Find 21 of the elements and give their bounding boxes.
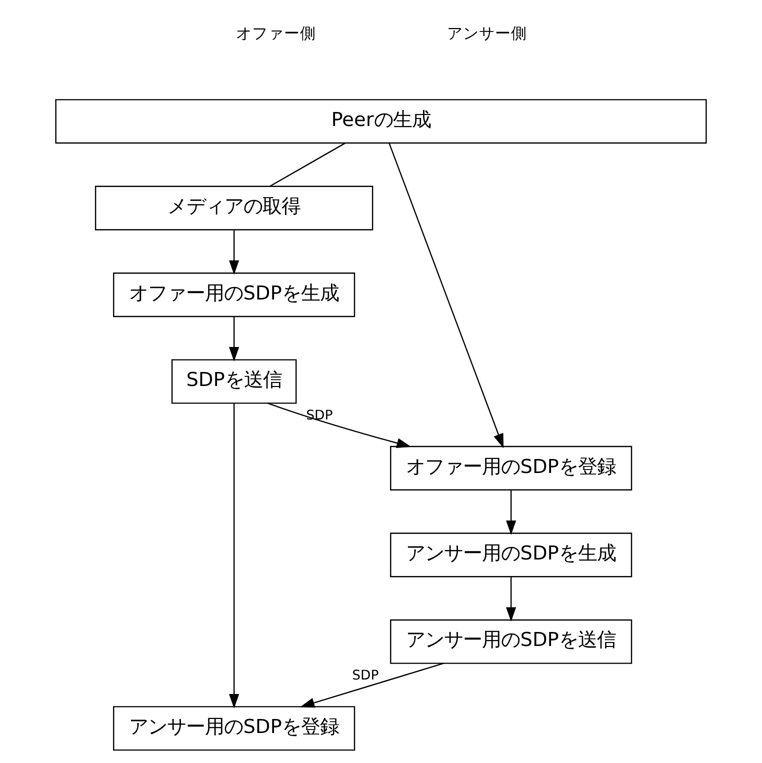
arrow — [388, 142, 504, 448]
arrow — [506, 490, 516, 535]
arrow — [506, 576, 516, 622]
node-box: SDPを送信 — [171, 359, 297, 404]
node-box: アンサー用のSDPを送信 — [390, 619, 632, 664]
edge-label: SDP — [352, 668, 379, 684]
node-box: オファー用のSDPを登録 — [390, 446, 632, 490]
label: オファー側 — [236, 24, 316, 43]
node-box: オファー用のSDPを生成 — [113, 272, 356, 318]
node-box: メディアの取得 — [94, 186, 374, 230]
node-box: アンサー用のSDPを登録 — [113, 706, 356, 751]
connector — [270, 142, 346, 187]
arrow — [300, 662, 444, 708]
arrow — [229, 316, 240, 362]
arrow — [229, 403, 240, 708]
node-box: アンサー用のSDPを生成 — [390, 532, 632, 578]
node-box: Peerの生成 — [55, 99, 707, 144]
arrow — [267, 402, 412, 448]
label: アンサー側 — [446, 24, 527, 43]
edge-label: SDP — [306, 408, 333, 424]
arrow — [229, 230, 240, 275]
